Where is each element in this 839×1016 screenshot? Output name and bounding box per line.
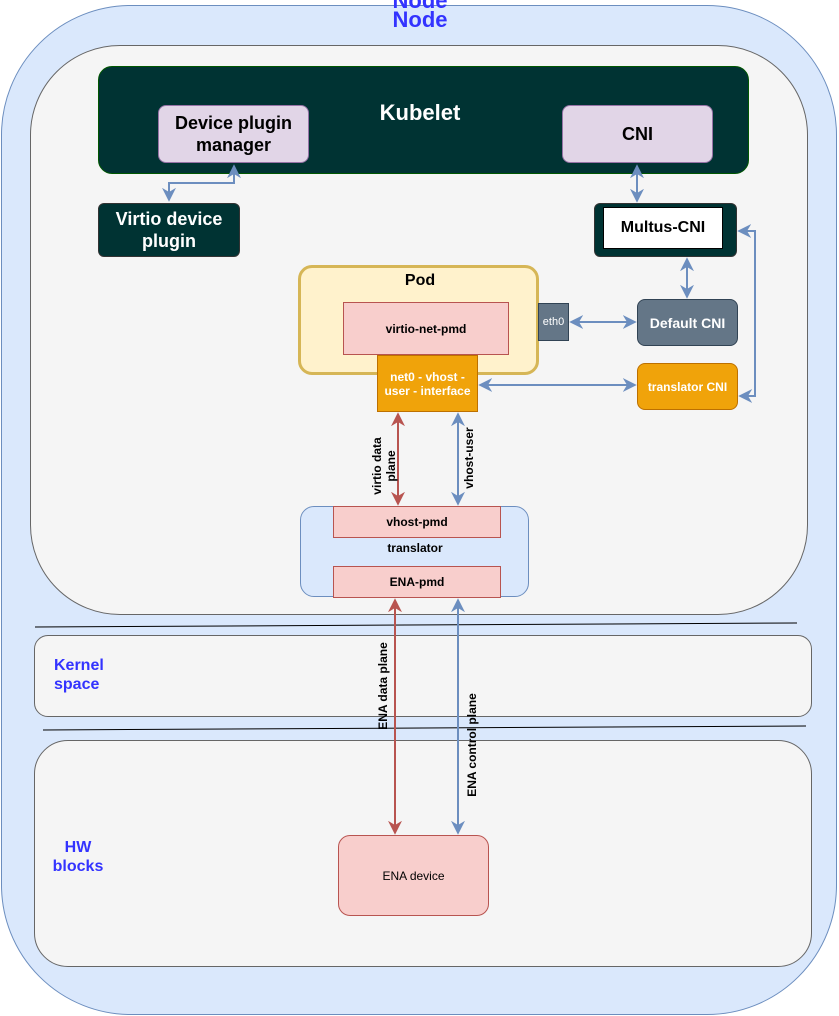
ena-pmd-box[interactable]: ENA-pmd: [333, 566, 501, 598]
node-title-ghost: Node: [392, 0, 448, 13]
virtio-data-plane-label: virtio data plane: [370, 437, 398, 495]
ena-data-plane-label: ENA data plane: [376, 642, 390, 730]
user-kernel-separator: [34, 622, 798, 628]
kernel-space-label: Kernel space: [54, 657, 104, 693]
multus-cni-box[interactable]: Multus-CNI: [603, 207, 723, 249]
ena-device-box[interactable]: ENA device: [338, 835, 489, 916]
pod-title: Pod: [404, 272, 436, 289]
net0-vhost-user-interface[interactable]: net0 - vhost - user - interface: [377, 355, 478, 412]
kubelet-title: Kubelet: [379, 100, 461, 125]
translator-cni-multus-edge: [737, 224, 756, 403]
virtio-net-pmd-box[interactable]: virtio-net-pmd: [343, 302, 509, 355]
cni-box[interactable]: CNI: [562, 105, 713, 163]
hw-blocks-label: HW blocks: [52, 839, 104, 875]
ena-control-plane-label: ENA control plane: [465, 693, 479, 797]
default-cni-box[interactable]: Default CNI: [637, 299, 738, 346]
kernel-hw-separator: [42, 725, 807, 731]
translator-label: translator: [387, 541, 443, 555]
virtio-device-plugin-box[interactable]: Virtio device plugin: [98, 203, 240, 257]
vhost-pmd-box[interactable]: vhost-pmd: [333, 506, 501, 538]
dpm-virtio-plugin-edge: [162, 164, 241, 202]
vhost-user-label: vhost-user: [462, 427, 476, 489]
device-plugin-manager-box[interactable]: Device plugin manager: [158, 105, 309, 163]
eth0-interface[interactable]: eth0: [538, 303, 569, 341]
kernel-space-zone: [34, 635, 812, 717]
node-title: Node: [392, 7, 448, 32]
